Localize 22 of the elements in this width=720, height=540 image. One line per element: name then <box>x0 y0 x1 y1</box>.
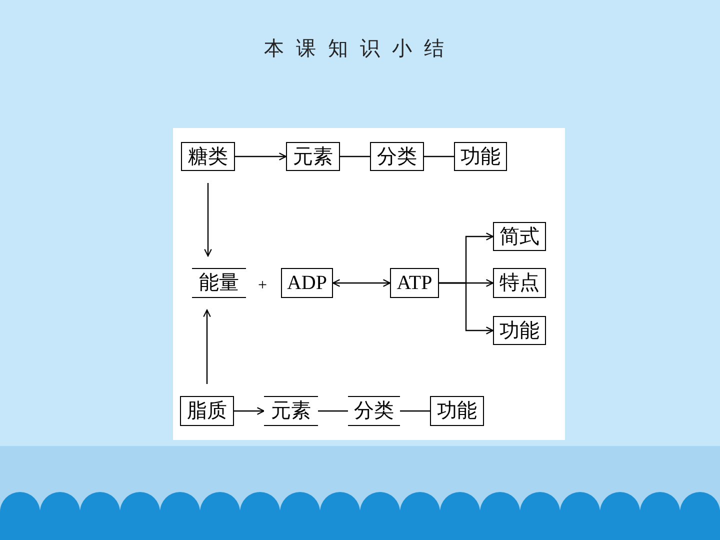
text-box: 糖类 <box>181 142 235 171</box>
text-box: 元素 <box>286 142 340 171</box>
text-box: 能量 <box>192 268 246 298</box>
text-box: 功能 <box>454 142 507 171</box>
title: 本课知识小结 <box>263 37 457 62</box>
arrow <box>235 152 287 160</box>
text-box: ADP <box>281 268 333 298</box>
text-box: 分类 <box>348 396 400 426</box>
text-box: 简式 <box>493 222 546 251</box>
plus-sign: + <box>258 276 268 296</box>
text-box: 特点 <box>493 268 546 298</box>
text-box: 功能 <box>493 316 546 345</box>
text-box: ATP <box>390 268 439 298</box>
text-box: 功能 <box>430 396 484 426</box>
arrow <box>234 407 265 415</box>
arrow <box>203 309 211 384</box>
arrow <box>204 183 212 257</box>
text-box: 脂质 <box>180 396 234 426</box>
arrow <box>439 282 494 334</box>
text-box: 元素 <box>264 396 318 426</box>
arrow <box>332 279 391 287</box>
text-box: 分类 <box>370 142 424 171</box>
